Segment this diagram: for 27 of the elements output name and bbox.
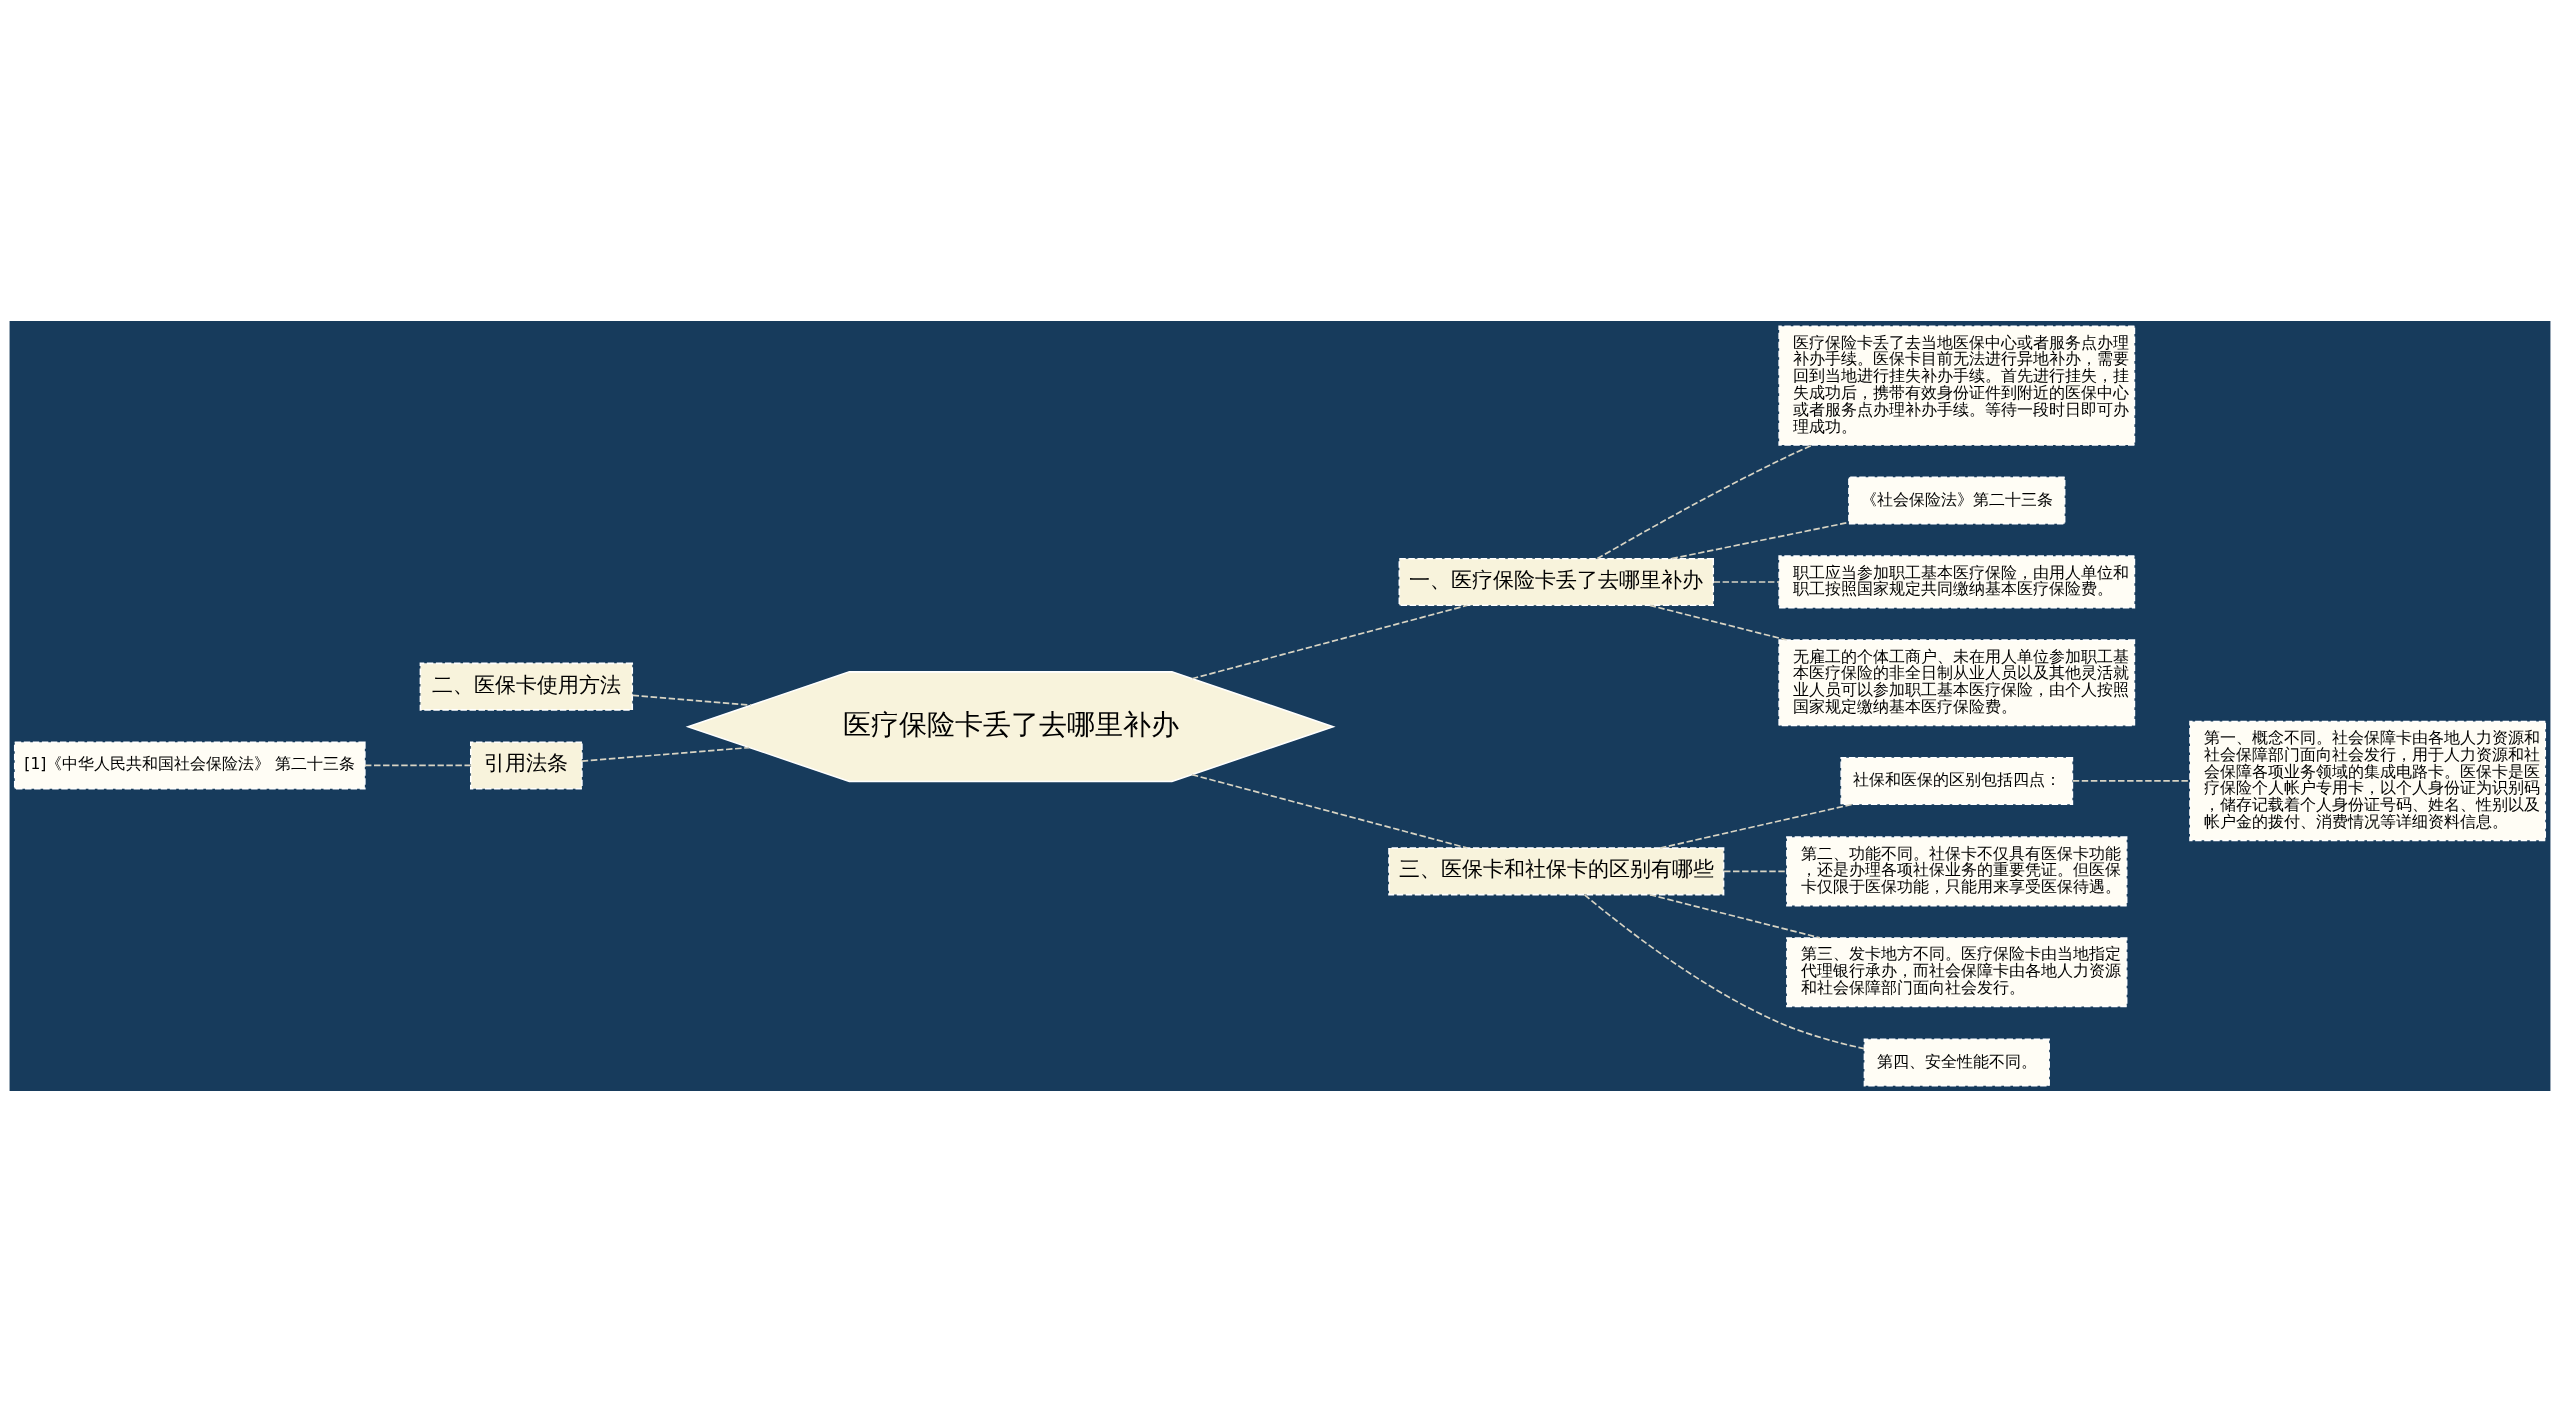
- node-box: 三、医保卡和社保卡的区别有哪些: [1388, 846, 1725, 895]
- connector: [1191, 773, 1469, 849]
- node-box: 二、医保卡使用方法: [419, 662, 634, 711]
- node-box: 无雇工的个体工商户、未在用人单位参加职工基本医疗保险的非全日制从业人员以及其他灵活就业人员可以参加职工基本医疗保险，由个人按照国家规定缴纳基本医疗保险费。: [1778, 638, 2136, 726]
- connector: [364, 764, 472, 766]
- node-box: 第二、功能不同。社保卡不仅具有医保卡功能，还是办理各项社保业务的重要凭证。但医保卡仅限于医保功能，只能用来享受医保待遇。: [1786, 835, 2128, 906]
- connector: [1723, 870, 1788, 872]
- node-box: 引用法条: [470, 740, 583, 789]
- connector: [2072, 779, 2191, 782]
- connector: [1712, 580, 1780, 583]
- node-box: 一、医疗保险卡丢了去哪里补办: [1398, 557, 1715, 606]
- connector: [1596, 443, 1813, 559]
- node-box: 第一、概念不同。社会保障卡由各地人力资源和社会保障部门面向社会发行，用于人力资源和社会保障各项业务领域的集成电路卡。医保卡是医疗保险个人帐户专用卡，以个人身份证为识别码，储存记载着个人身份证号码、姓名、性别以及帐户金的拨付、消费情况等详细资料信息。: [2189, 720, 2547, 841]
- connector: [631, 694, 752, 706]
- connector: [1649, 893, 1821, 939]
- node-box: [1]《中华人民共和国社会保险法》 第二十三条: [13, 740, 366, 789]
- connector: [1583, 893, 1865, 1049]
- connector: [1649, 604, 1788, 641]
- connector: [1659, 802, 1854, 849]
- connector: [1191, 603, 1469, 680]
- connector: [581, 746, 750, 762]
- node-box: 《社会保险法》第二十三条: [1848, 476, 2066, 525]
- node-box: 医疗保险卡丢了去当地医保中心或者服务点办理补办手续。医保卡目前无法进行异地补办，需要回到当地进行挂失补办手续。首先进行挂失，挂失成功后，携带有效身份证件到附近的医保中心或者服务点办理补办手续。等待一段时日即可办理成功。: [1778, 324, 2136, 446]
- node-box: 社保和医保的区别包括四点：: [1840, 756, 2074, 805]
- node-box: 职工应当参加职工基本医疗保险，由用人单位和职工按照国家规定共同缴纳基本医疗保险费。: [1778, 554, 2136, 609]
- node-box: 第三、发卡地方不同。医疗保险卡由当地指定代理银行承办，而社会保障卡由各地人力资源和社会保障部门面向社会发行。: [1786, 936, 2128, 1007]
- node-box: 第四、安全性能不同。: [1863, 1038, 2050, 1087]
